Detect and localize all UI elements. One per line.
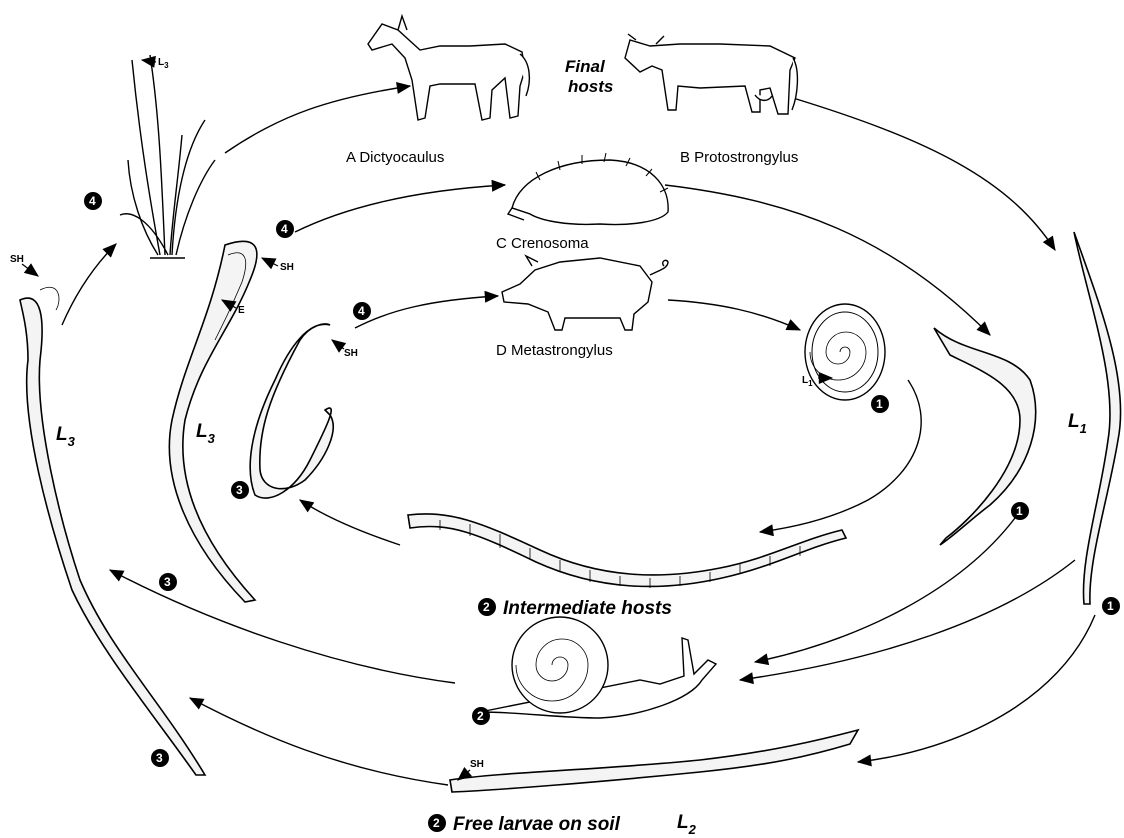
svg-text:L3: L3	[158, 57, 169, 70]
stage-label-L2: L2	[677, 812, 697, 837]
stage-label-L3-outer: L3	[56, 424, 76, 449]
arrow-L1-middle-to-snail	[740, 560, 1075, 680]
svg-text:3: 3	[164, 575, 171, 589]
svg-text:SH: SH	[470, 759, 484, 770]
step-badge-1-outer: 1	[1102, 597, 1120, 615]
svg-text:1: 1	[1016, 504, 1023, 518]
final-hosts-heading: Final hosts	[565, 57, 613, 96]
arrow-free-larvae-to-outer-L3	[190, 698, 448, 785]
cow-icon	[625, 34, 797, 114]
arrow-inner-L3-to-pig	[355, 296, 498, 328]
arrow-pig-to-egg	[668, 300, 800, 330]
arrow-egg-to-earthworm	[760, 380, 921, 532]
arrow-earthworm-to-inner-L3	[300, 500, 400, 545]
pig-icon	[502, 256, 668, 330]
svg-text:2: 2	[477, 709, 484, 723]
svg-text:1: 1	[1107, 599, 1114, 613]
svg-text:3: 3	[236, 483, 243, 497]
intermediate-hosts-label: Intermediate hosts	[503, 598, 672, 619]
egg-icon	[805, 304, 885, 400]
svg-text:SH: SH	[280, 262, 294, 273]
step-badge-3-middle: 3	[159, 573, 177, 591]
stage-label-L3-inner: L3	[196, 421, 216, 446]
svg-text:4: 4	[281, 222, 288, 236]
host-label-dictyocaulus: A Dictyocaulus	[346, 149, 444, 166]
horse-icon	[368, 16, 529, 120]
larva-L1-outer	[1074, 232, 1121, 604]
tag-sh-outer: SH	[10, 254, 38, 276]
arrow-outer-L3-to-grass	[62, 244, 116, 325]
larva-L3-outer	[20, 287, 205, 775]
step-badge-1-egg: 1	[871, 395, 889, 413]
free-larvae-label: Free larvae on soil	[453, 814, 621, 835]
step-badge-4-middle: 4	[276, 220, 294, 238]
svg-text:4: 4	[358, 304, 365, 318]
larva-L2-free	[450, 730, 858, 792]
svg-text:2: 2	[483, 600, 490, 614]
step-badge-4-inner: 4	[353, 302, 371, 320]
step-badge-4-grass: 4	[84, 192, 102, 210]
larva-L3-inner	[250, 324, 333, 498]
arrow-grass-to-horse	[225, 86, 410, 153]
snail-icon	[480, 617, 716, 718]
larva-L3-middle	[169, 241, 257, 602]
arrow-cow-to-L1	[793, 98, 1055, 250]
svg-text:SH: SH	[344, 348, 358, 359]
tag-sh-inner: SH	[332, 340, 358, 359]
intermediate-hosts-caption: 2 Intermediate hosts	[478, 598, 672, 619]
final-hosts-heading-line1: Final	[565, 57, 606, 76]
free-larvae-caption: 2 Free larvae on soil L2	[428, 812, 697, 837]
arrow-L1-outer-to-snail	[755, 518, 1015, 662]
arrow-L1-to-free-larvae	[858, 615, 1095, 762]
host-label-crenosoma: C Crenosoma	[496, 235, 589, 252]
svg-text:1: 1	[876, 397, 883, 411]
svg-text:3: 3	[156, 751, 163, 765]
stage-label-L1: L1	[1068, 411, 1087, 436]
tag-grass-L3: L3	[142, 57, 169, 70]
svg-text:2: 2	[433, 816, 440, 830]
step-badge-3-outer: 3	[151, 749, 169, 767]
final-hosts-heading-line2: hosts	[568, 77, 613, 96]
svg-text:4: 4	[89, 194, 96, 208]
earthworm-icon	[408, 514, 846, 588]
step-badge-2-snail: 2	[472, 707, 490, 725]
tag-sh-middle: SH	[262, 258, 294, 273]
host-label-metastrongylus: D Metastrongylus	[496, 342, 613, 359]
host-label-protostrongylus: B Protostrongylus	[680, 149, 798, 166]
step-badge-1-middle: 1	[1011, 502, 1029, 520]
hedgehog-icon	[508, 153, 668, 225]
svg-text:SH: SH	[10, 254, 24, 265]
svg-text:E: E	[238, 305, 245, 316]
grass-icon	[120, 55, 215, 258]
arrow-middle-L3-to-hedgehog	[295, 185, 505, 232]
step-badge-3-inner: 3	[231, 481, 249, 499]
